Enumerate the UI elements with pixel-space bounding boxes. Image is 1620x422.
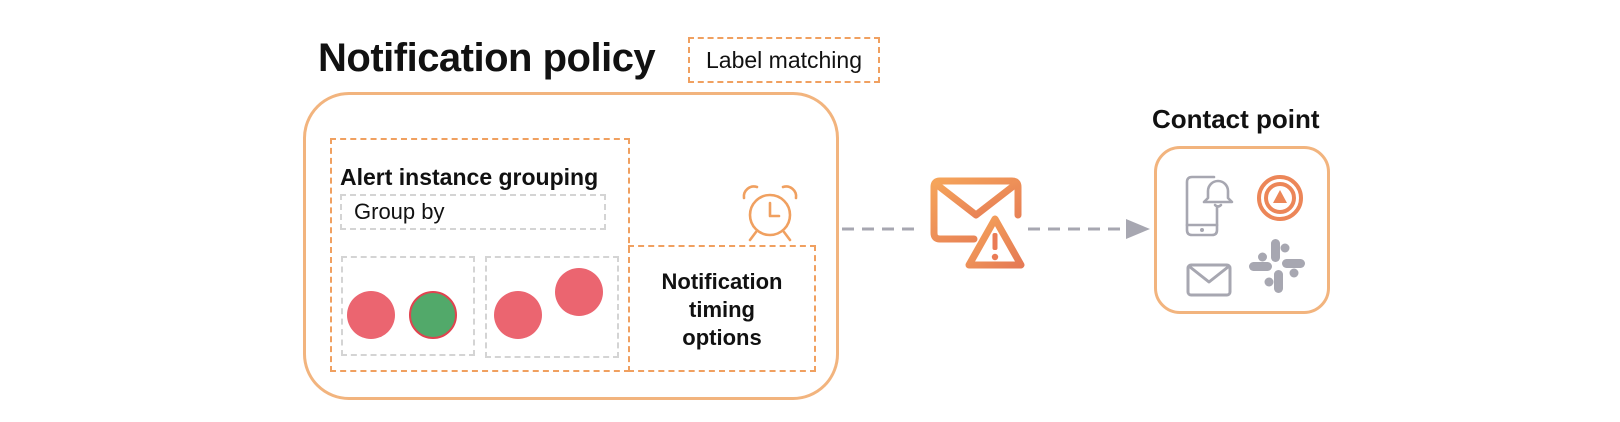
group-by-label: Group by [354, 199, 445, 224]
notification-policy-box [303, 92, 839, 400]
alert-grouping-box [330, 138, 630, 372]
label-matching-badge: Label matching [688, 37, 880, 83]
alert-dot-firing [347, 291, 395, 339]
contact-point-title: Contact point [1152, 104, 1320, 134]
alert-grouping-title: Alert instance grouping [340, 164, 599, 190]
timing-options-label: Notification timing options [661, 269, 783, 350]
slack-icon [1249, 239, 1305, 293]
alert-group-2 [485, 256, 619, 358]
alert-dot-firing [555, 268, 603, 316]
contact-point-box [1154, 146, 1330, 314]
alert-group-1 [341, 256, 475, 356]
envelope-warning-icon [930, 177, 1025, 269]
alarm-clock-icon [742, 185, 798, 242]
phone-bell-icon [1185, 175, 1234, 237]
policy-title: Notification policy [318, 36, 656, 80]
alert-dot-normal [409, 291, 457, 339]
timing-options-box [628, 245, 816, 372]
alert-dot-firing [494, 291, 542, 339]
group-by-box: Group by [340, 194, 606, 230]
email-icon [1186, 263, 1232, 297]
flow-arrow [842, 219, 1150, 239]
pager-icon [1257, 175, 1303, 221]
